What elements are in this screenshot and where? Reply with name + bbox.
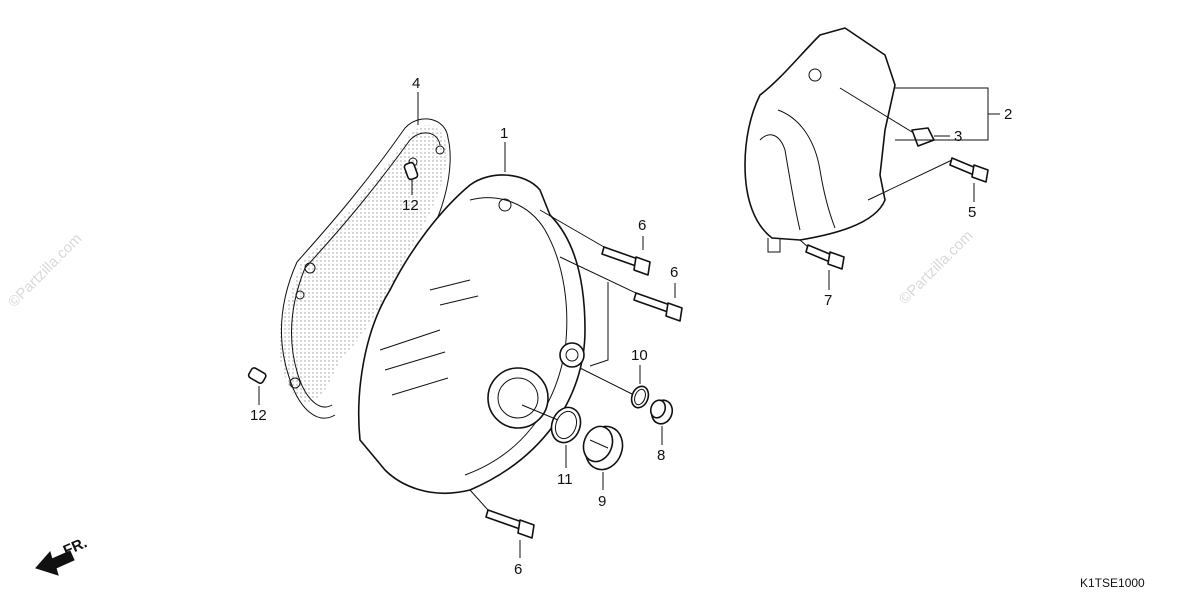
callout-8: 8 — [657, 447, 665, 464]
gasket-part-4 — [278, 118, 451, 419]
callout-6-upper: 6 — [638, 217, 646, 234]
bolt-part-6-middle — [633, 292, 683, 322]
callout-4: 4 — [412, 75, 420, 92]
callout-7: 7 — [824, 292, 832, 309]
bolt-part-6-lower — [485, 509, 535, 539]
arrow-left-icon — [35, 550, 75, 576]
front-arrow-label: FR. — [61, 534, 90, 559]
callout-9: 9 — [598, 493, 606, 510]
o-ring-part-11 — [550, 406, 582, 444]
callout-3: 3 — [954, 128, 962, 145]
diagram-code: K1TSE1000 — [1080, 576, 1145, 590]
watermark-right: ©Partzilla.com — [896, 227, 977, 308]
leader-lines — [258, 87, 1000, 558]
collar-part-3 — [911, 127, 935, 147]
callout-6-middle: 6 — [670, 264, 678, 281]
side-cover-part-2 — [744, 27, 896, 253]
callouts: 4 1 2 3 5 6 6 6 7 12 12 10 8 11 9 — [250, 75, 1012, 578]
watermark-left: ©Partzilla.com — [5, 230, 86, 311]
bolt-part-5 — [949, 157, 989, 183]
front-direction-arrow: FR. — [35, 534, 90, 576]
crankshaft-hole-cap-part-9 — [582, 425, 624, 471]
callout-12-upper: 12 — [402, 197, 419, 214]
timing-hole-cap-part-8 — [649, 399, 674, 425]
callout-5: 5 — [968, 204, 976, 221]
callout-2: 2 — [1004, 106, 1012, 123]
dowel-pin-upper-part-12 — [403, 161, 419, 181]
bolt-part-6-upper — [601, 246, 651, 276]
callout-1: 1 — [500, 125, 508, 142]
o-ring-part-10 — [630, 385, 650, 409]
bolt-part-7 — [805, 244, 845, 270]
callout-6-lower: 6 — [514, 561, 522, 578]
callout-11: 11 — [557, 471, 573, 488]
callout-10: 10 — [631, 347, 648, 364]
dowel-pin-lower-part-12 — [247, 367, 267, 385]
callout-12-lower: 12 — [250, 407, 267, 424]
